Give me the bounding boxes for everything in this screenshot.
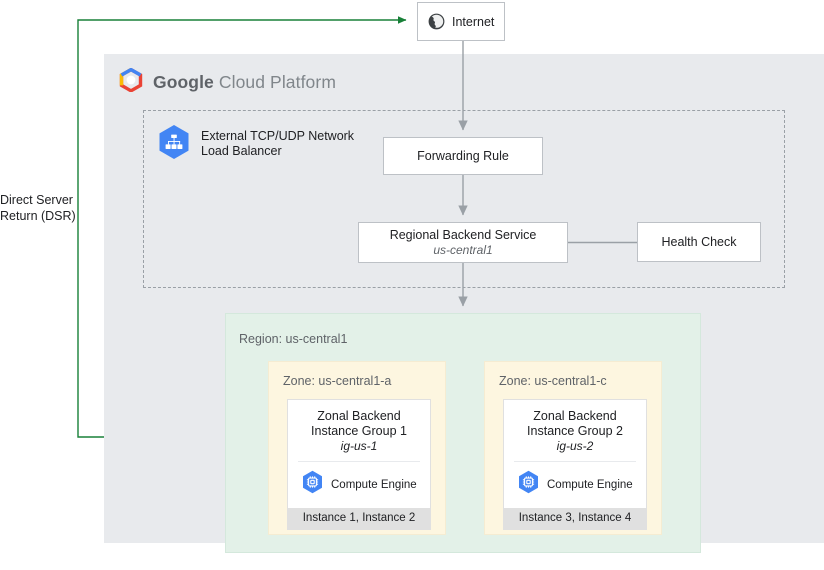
zone-label: Zone: us-central1-a [283, 374, 392, 388]
gcp-title: Google Cloud Platform [153, 72, 336, 93]
instance-group-card[interactable]: Zonal Backend Instance Group 2 ig-us-2 [503, 399, 647, 530]
instance-list: Instance 1, Instance 2 [288, 508, 430, 529]
instance-group-title-line2: Instance Group 2 [527, 424, 623, 438]
compute-engine-row: Compute Engine [504, 462, 646, 508]
zone-label: Zone: us-central1-c [499, 374, 607, 388]
lb-label-line2: Load Balancer [201, 144, 282, 158]
instance-group-subtitle: ig-us-1 [340, 439, 378, 453]
instance-group-title-line2: Instance Group 1 [311, 424, 407, 438]
divider [298, 461, 420, 462]
regional-backend-service-node[interactable]: Regional Backend Service us-central1 [358, 222, 568, 263]
internet-label: Internet [452, 14, 495, 29]
lb-label-line1: External TCP/UDP Network [201, 129, 355, 143]
instance-group-title-line1: Zonal Backend [317, 409, 401, 423]
instance-group-card[interactable]: Zonal Backend Instance Group 1 ig-us-1 [287, 399, 431, 530]
instance-group-header: Zonal Backend Instance Group 2 ig-us-2 [504, 400, 646, 461]
gcp-header: Google Cloud Platform [118, 66, 336, 98]
backend-service-title: Regional Backend Service [389, 228, 537, 242]
dsr-label: Direct Server Return (DSR) [0, 193, 76, 223]
forwarding-rule-title: Forwarding Rule [417, 149, 509, 163]
forwarding-rule-node[interactable]: Forwarding Rule [383, 137, 543, 175]
health-check-title: Health Check [661, 235, 737, 249]
google-cloud-logo-icon [118, 67, 144, 97]
zone-container-us-central1-a: Zone: us-central1-a Zonal Backend Instan… [268, 361, 446, 535]
instance-list: Instance 3, Instance 4 [504, 508, 646, 529]
divider [514, 461, 636, 462]
compute-engine-icon [302, 470, 323, 499]
backend-service-subtitle: us-central1 [433, 243, 493, 257]
instance-group-title-line1: Zonal Backend [533, 409, 617, 423]
load-balancer-container [143, 110, 785, 288]
internet-node[interactable]: Internet [417, 2, 505, 41]
health-check-node[interactable]: Health Check [637, 222, 761, 262]
zone-container-us-central1-c: Zone: us-central1-c Zonal Backend Instan… [484, 361, 662, 535]
compute-engine-row: Compute Engine [288, 462, 430, 508]
gcp-title-google: Google [153, 71, 214, 92]
gcp-title-cloud-platform: Cloud Platform [218, 71, 337, 92]
globe-icon [428, 13, 445, 30]
instance-group-header: Zonal Backend Instance Group 1 ig-us-1 [288, 400, 430, 461]
compute-engine-icon [518, 470, 539, 499]
network-load-balancer-icon [158, 124, 190, 165]
compute-engine-label: Compute Engine [331, 478, 417, 491]
instance-group-subtitle: ig-us-2 [556, 439, 594, 453]
compute-engine-label: Compute Engine [547, 478, 633, 491]
region-label: Region: us-central1 [239, 332, 348, 346]
